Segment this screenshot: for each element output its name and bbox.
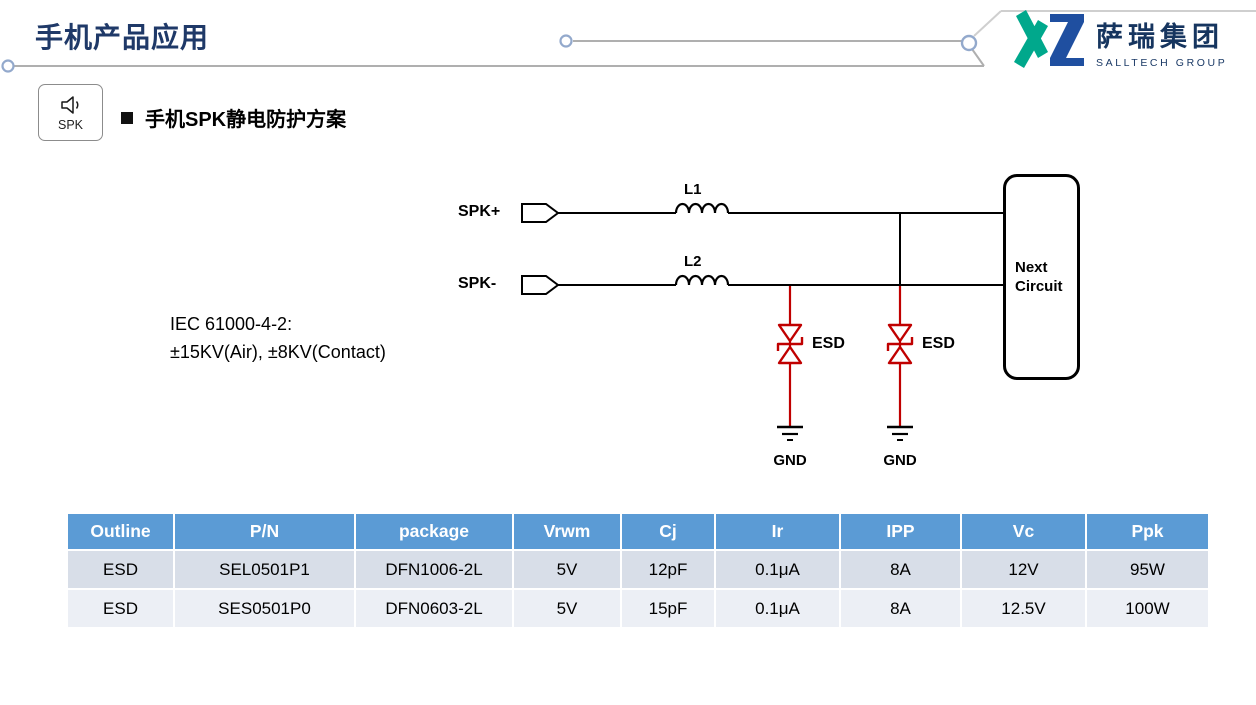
salltech-logo-icon — [1014, 10, 1084, 68]
section-heading: 手机SPK静电防护方案 — [121, 103, 346, 132]
table-cell: DFN1006-2L — [356, 551, 514, 590]
table-cell: 12pF — [622, 551, 716, 590]
gnd-label-2: GND — [883, 452, 917, 469]
iec-standard-line1: IEC 61000-4-2: — [170, 314, 293, 334]
logo-blue-z — [1050, 14, 1084, 66]
page-title: 手机产品应用 — [35, 22, 210, 53]
table-header-cell: P/N — [175, 514, 356, 551]
spk-plus-connector — [521, 203, 560, 223]
esd-diode-2 — [886, 323, 914, 365]
gnd-symbol-1 — [777, 425, 803, 441]
gnd-label-1: GND — [773, 452, 807, 469]
spk-plus-label: SPK+ — [458, 203, 501, 220]
iec-standard-line2: ±15KV(Air), ±8KV(Contact) — [170, 342, 386, 362]
l2-label: L2 — [684, 253, 702, 270]
logo-company-name: 萨瑞集团 — [1096, 22, 1224, 52]
logo-teal-stroke-2 — [1014, 20, 1048, 68]
table-header-cell: Outline — [68, 514, 175, 551]
logo-text-block: 萨瑞集团 SALLTECH GROUP — [1096, 15, 1227, 69]
spk-box-label: SPK — [57, 117, 83, 132]
esd-label-1: ESD — [812, 335, 845, 352]
table-cell: SES0501P0 — [175, 590, 356, 629]
table-header-cell: Ir — [716, 514, 841, 551]
table-cell: 100W — [1087, 590, 1210, 629]
table-header-cell: Cj — [622, 514, 716, 551]
table-cell: 8A — [841, 551, 962, 590]
table-cell: 5V — [514, 590, 622, 629]
table-header-cell: package — [356, 514, 514, 551]
table-cell: 12.5V — [962, 590, 1087, 629]
table-cell: 0.1μA — [716, 590, 841, 629]
esd-label-2: ESD — [922, 335, 955, 352]
table-header-cell: Vrwm — [514, 514, 622, 551]
table-header-cell: IPP — [841, 514, 962, 551]
section-title: 手机SPK静电防护方案 — [145, 109, 347, 131]
table-cell: 8A — [841, 590, 962, 629]
spk-minus-label: SPK- — [458, 275, 497, 292]
spec-table: Outline P/N package Vrwm Cj Ir IPP Vc Pp… — [68, 514, 1210, 629]
table-cell: ESD — [68, 551, 175, 590]
table-cell: 0.1μA — [716, 551, 841, 590]
l1-label: L1 — [684, 181, 702, 198]
table-cell: ESD — [68, 590, 175, 629]
table-cell: SEL0501P1 — [175, 551, 356, 590]
esd-diode-1 — [776, 323, 804, 365]
table-cell: DFN0603-2L — [356, 590, 514, 629]
iec-standard-text: IEC 61000-4-2: ±15KV(Air), ±8KV(Contact) — [170, 310, 386, 366]
table-cell: 15pF — [622, 590, 716, 629]
inductor-l1 — [674, 202, 730, 214]
table-cell: 12V — [962, 551, 1087, 590]
spk-icon-box: SPK — [38, 84, 103, 141]
next-circuit-label-line1: Next — [1015, 258, 1048, 276]
logo-company-name-en: SALLTECH GROUP — [1096, 57, 1228, 69]
section-bullet — [121, 111, 133, 124]
next-circuit-box: Next Circuit — [1003, 174, 1080, 380]
table-header-cell: Vc — [962, 514, 1087, 551]
next-circuit-label-line2: Circuit — [1015, 278, 1063, 295]
gnd-symbol-2 — [887, 425, 913, 441]
table-cell: 95W — [1087, 551, 1210, 590]
spk-minus-connector — [521, 275, 560, 295]
speaker-icon — [60, 95, 78, 114]
inductor-l2 — [674, 274, 730, 286]
table-header-cell: Ppk — [1087, 514, 1210, 551]
table-cell: 5V — [514, 551, 622, 590]
